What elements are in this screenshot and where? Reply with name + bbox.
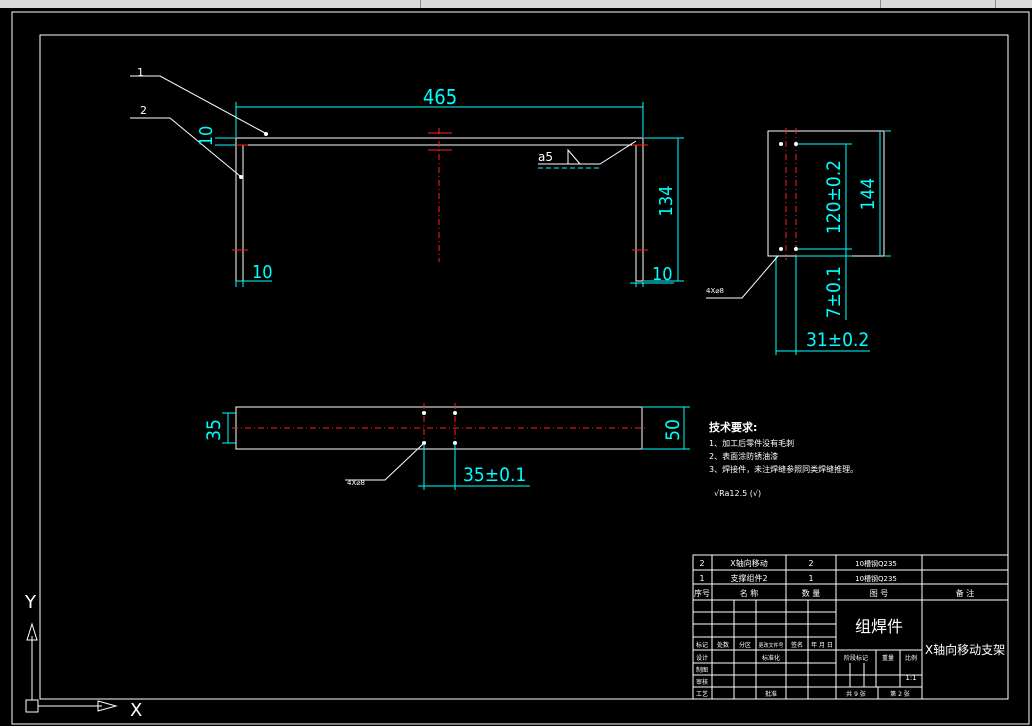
- part-1-qty: 1: [808, 574, 813, 583]
- rev-header-date: 年 月 日: [811, 641, 833, 649]
- rev-header-doc: 更改文件号: [758, 642, 783, 649]
- outer-border: [11, 11, 1030, 725]
- dim-left-leg: 10: [252, 262, 273, 283]
- tech-req-item-1: 1、加工后零件没有毛刺: [709, 438, 794, 448]
- role-standard: 标准化: [762, 654, 780, 662]
- part-2-material: 10槽钢Q235: [855, 559, 897, 568]
- ucs-axis-icon: [25, 622, 118, 713]
- weight-header: 重量: [882, 654, 894, 662]
- drawing-frame: [39, 34, 1009, 700]
- header-drawing-no: 图 号: [870, 589, 889, 598]
- header-qty: 数 量: [802, 588, 821, 598]
- role-process: 工艺: [696, 690, 708, 698]
- role-design: 设计: [696, 654, 708, 662]
- top-view: [222, 403, 690, 490]
- roughness-note: √Ra12.5 (√): [714, 489, 761, 498]
- dim-hole-spacing: 120±0.2: [823, 160, 845, 234]
- dim-side-bottom: 7±0.1: [823, 266, 845, 318]
- part-2-qty: 2: [808, 559, 813, 568]
- part-2-no: 2: [699, 559, 704, 568]
- part-2-name: X轴向移动: [730, 558, 767, 568]
- tech-req-item-2: 2、表面涂防锈油漆: [709, 451, 778, 461]
- leader-label-2: 2: [140, 104, 147, 117]
- toolbar-strip: [0, 0, 1032, 8]
- rev-header-zone: 分区: [739, 641, 751, 649]
- rev-header-sign: 签名: [791, 641, 803, 649]
- stage-header: 阶段标记: [844, 654, 868, 662]
- tech-req-item-3: 3、焊接件，未注焊缝参照同类焊缝推理。: [709, 464, 858, 474]
- role-approve: 批准: [765, 690, 777, 698]
- ucs-y-label: Y: [24, 592, 37, 613]
- dim-top-left: 35: [203, 419, 225, 441]
- part-1-name: 支撑组件2: [730, 573, 767, 583]
- leader-label-1: 1: [137, 66, 144, 79]
- tech-req-title: 技术要求:: [709, 420, 757, 434]
- title-block: [692, 554, 1009, 700]
- part-1-material: 10槽钢Q235: [855, 574, 897, 583]
- assembly-name: 组焊件: [855, 617, 903, 636]
- rev-header-count: 处数: [717, 641, 729, 649]
- scale-value: 1:1: [905, 674, 916, 682]
- drawing-title: X轴向移动支架: [925, 642, 1005, 657]
- side-hole-note: 4X⌀8: [706, 287, 724, 295]
- header-remark: 备 注: [956, 588, 975, 598]
- dim-right-leg: 10: [652, 264, 673, 285]
- sheet-number: 第 2 张: [890, 690, 910, 698]
- dim-top-hole-x: 35±0.1: [463, 464, 526, 486]
- sheets-total: 共 9 张: [846, 690, 866, 698]
- dim-front-width: 465: [423, 85, 457, 109]
- side-view: [706, 128, 891, 355]
- dim-front-top-thickness: 10: [196, 126, 217, 147]
- dim-side-height: 144: [857, 178, 879, 211]
- part-1-no: 1: [699, 574, 704, 583]
- header-no: 序号: [694, 588, 710, 598]
- role-draft: 制图: [696, 666, 708, 674]
- rev-header-mark: 标记: [696, 641, 708, 649]
- dim-top-right: 50: [662, 419, 684, 441]
- top-hole-note: 4X⌀8: [347, 479, 365, 487]
- dim-front-height: 134: [656, 186, 677, 217]
- front-view: [130, 75, 684, 287]
- dim-side-width: 31±0.2: [806, 329, 869, 351]
- weld-symbol-label: a5: [538, 150, 553, 164]
- role-review: 审核: [696, 678, 708, 686]
- header-name: 名 称: [740, 588, 759, 598]
- ucs-x-label: X: [130, 700, 142, 721]
- scale-header: 比例: [905, 654, 917, 662]
